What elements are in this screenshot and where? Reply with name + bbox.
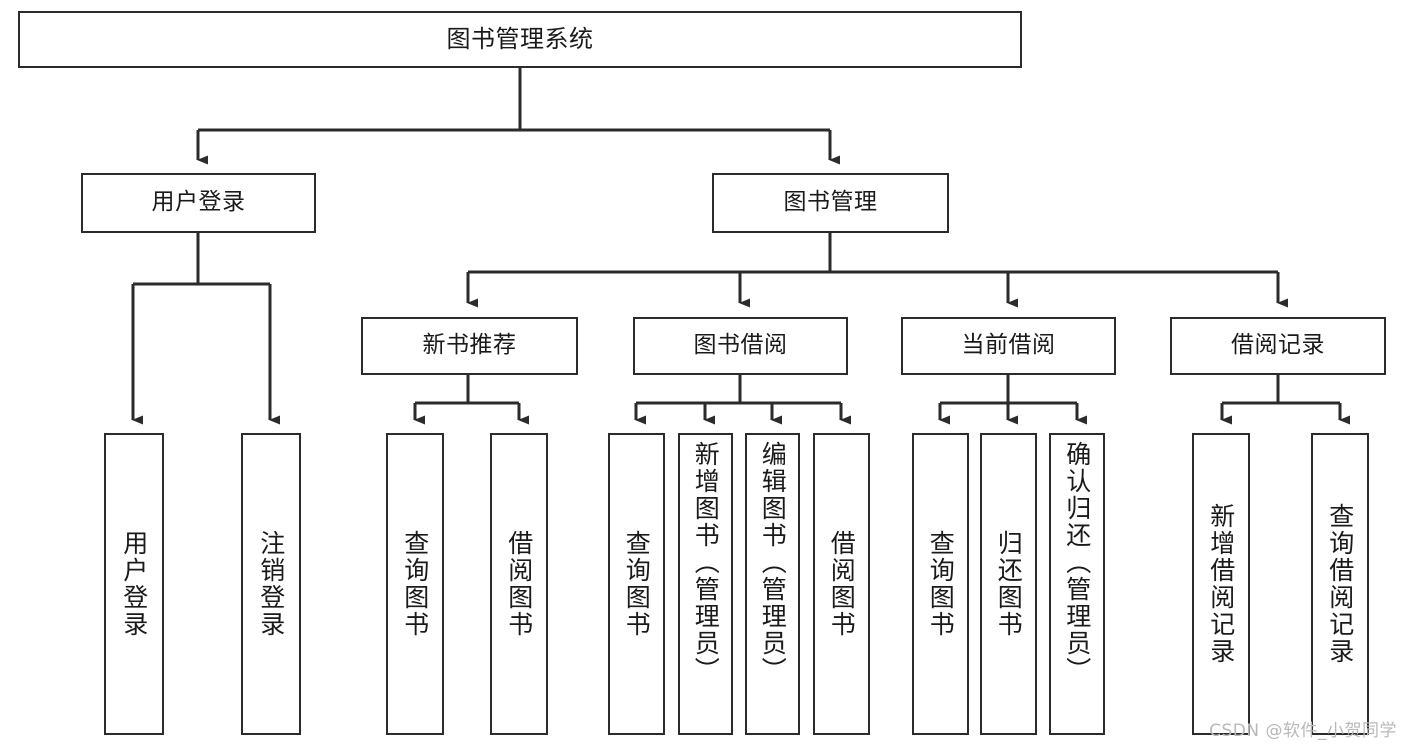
node-label: 图书借阅	[693, 332, 788, 359]
node-label: 用户登录	[119, 530, 149, 638]
node-user-login[interactable]: 用户登录	[81, 173, 316, 233]
node-label: 归还图书	[994, 530, 1024, 638]
leaf-add-book-admin[interactable]: 新增图书（管理员）	[678, 433, 733, 735]
leaf-user-login[interactable]: 用户登录	[104, 433, 164, 735]
node-label: 查询图书	[400, 530, 430, 638]
csdn-watermark: CSDN @软件_小贺同学	[1209, 721, 1397, 741]
node-root-book-management-system[interactable]: 图书管理系统	[18, 11, 1022, 68]
node-label: 查询图书	[622, 530, 652, 638]
node-label: 新增图书（管理员）	[691, 441, 721, 684]
node-label: 借阅图书	[504, 530, 534, 638]
node-label: 当前借阅	[961, 332, 1056, 359]
node-borrow-records[interactable]: 借阅记录	[1170, 317, 1386, 375]
leaf-borrow-book-borrowing[interactable]: 借阅图书	[813, 433, 870, 735]
node-label: 查询借阅记录	[1325, 503, 1355, 665]
node-label: 借阅图书	[827, 530, 857, 638]
node-book-borrowing[interactable]: 图书借阅	[633, 317, 848, 375]
node-label: 新书推荐	[422, 332, 517, 359]
leaf-return-book[interactable]: 归还图书	[980, 433, 1037, 735]
node-book-management[interactable]: 图书管理	[712, 173, 949, 233]
node-label: 确认归还（管理员）	[1062, 441, 1092, 684]
leaf-query-book-borrowing[interactable]: 查询图书	[608, 433, 665, 735]
node-new-book-recommendation[interactable]: 新书推荐	[361, 317, 578, 375]
leaf-confirm-return-admin[interactable]: 确认归还（管理员）	[1049, 433, 1105, 735]
leaf-logout[interactable]: 注销登录	[241, 433, 301, 735]
leaf-query-book-recommendation[interactable]: 查询图书	[386, 433, 444, 735]
node-label: 新增借阅记录	[1206, 503, 1236, 665]
node-label: 借阅记录	[1231, 332, 1325, 359]
leaf-query-borrow-record[interactable]: 查询借阅记录	[1311, 433, 1369, 735]
node-current-borrowing[interactable]: 当前借阅	[901, 317, 1116, 375]
leaf-query-book-current[interactable]: 查询图书	[912, 433, 969, 735]
node-label: 图书管理系统	[446, 25, 594, 54]
leaf-edit-book-admin[interactable]: 编辑图书（管理员）	[745, 433, 800, 735]
node-label: 查询图书	[926, 530, 956, 638]
node-label: 图书管理	[783, 189, 878, 216]
node-label: 编辑图书（管理员）	[758, 441, 788, 684]
leaf-borrow-book-recommendation[interactable]: 借阅图书	[490, 433, 548, 735]
node-label: 注销登录	[256, 530, 286, 638]
leaf-add-borrow-record[interactable]: 新增借阅记录	[1192, 433, 1250, 735]
node-label: 用户登录	[151, 189, 246, 216]
